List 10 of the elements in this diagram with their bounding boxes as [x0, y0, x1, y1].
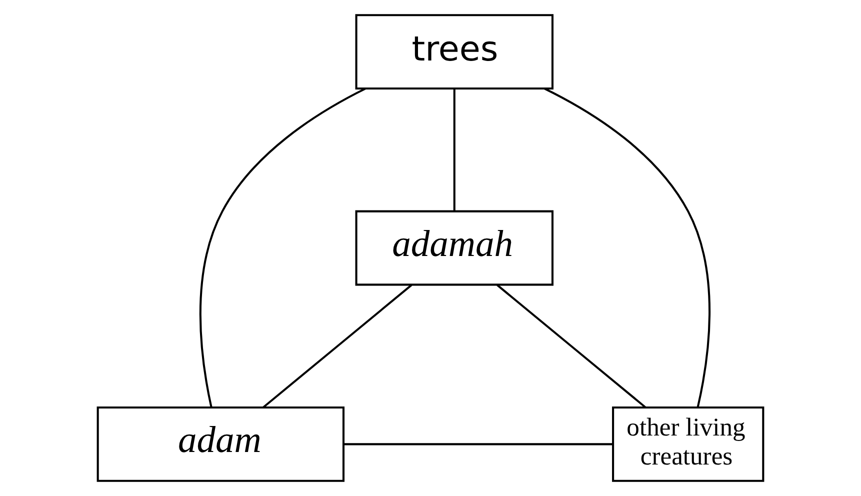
node-box: trees	[355, 14, 554, 90]
connector	[496, 284, 646, 408]
connector	[344, 443, 613, 446]
node-box: adamah	[355, 210, 554, 286]
node-box: other living creatures	[612, 406, 764, 482]
connector	[453, 88, 456, 212]
node-box: adam	[96, 406, 345, 482]
connector	[262, 284, 412, 408]
connector	[199, 88, 366, 408]
connector	[544, 88, 711, 408]
